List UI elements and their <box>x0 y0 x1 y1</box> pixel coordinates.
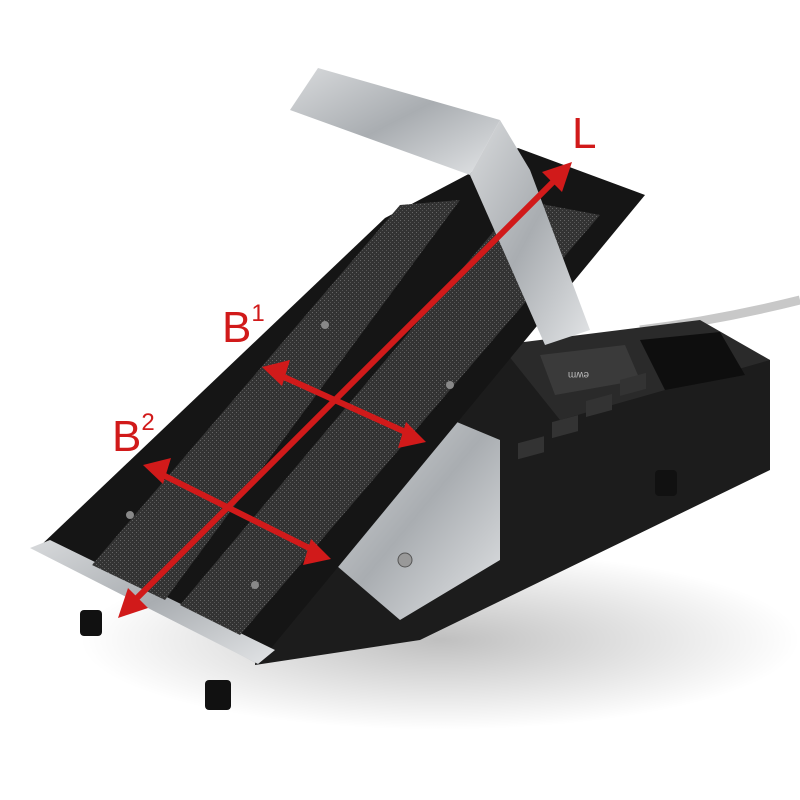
toe-guard-side <box>470 120 590 345</box>
arrowhead <box>143 458 171 484</box>
arrowhead <box>542 162 572 192</box>
button[interactable] <box>518 436 544 460</box>
rubber-foot <box>80 610 102 636</box>
label-length: L <box>572 112 596 156</box>
arrowhead <box>398 422 426 448</box>
display-panel <box>540 345 640 395</box>
label-text: B <box>112 412 142 461</box>
screw <box>397 552 413 568</box>
label-text: L <box>572 109 597 158</box>
button[interactable] <box>552 415 578 439</box>
label-index: 2 <box>141 409 155 436</box>
label-text: B <box>222 303 252 352</box>
arrow-width-1 <box>273 370 414 438</box>
arrow-width-2 <box>155 469 319 555</box>
front-lip <box>30 540 275 664</box>
arrowhead <box>118 588 148 618</box>
grip-strip-right <box>180 200 600 635</box>
plate-screws <box>126 321 454 589</box>
button[interactable] <box>620 372 646 396</box>
toe-guard-top <box>290 68 500 175</box>
dimension-arrows <box>118 162 572 618</box>
label-index: 1 <box>251 300 265 327</box>
grip-strip-left <box>92 200 460 600</box>
rubber-foot <box>655 470 677 496</box>
arrow-length <box>127 172 563 608</box>
label-width-1: B1 <box>222 302 265 352</box>
arrowhead <box>303 539 331 565</box>
rubber-foot <box>205 680 231 710</box>
control-buttons <box>518 372 646 460</box>
cable-holder-recess <box>640 332 745 390</box>
brand-logo: ewm <box>568 369 589 380</box>
button[interactable] <box>586 394 612 417</box>
label-width-2: B2 <box>112 411 155 461</box>
arrowhead <box>262 360 290 386</box>
side-guard <box>330 415 500 620</box>
